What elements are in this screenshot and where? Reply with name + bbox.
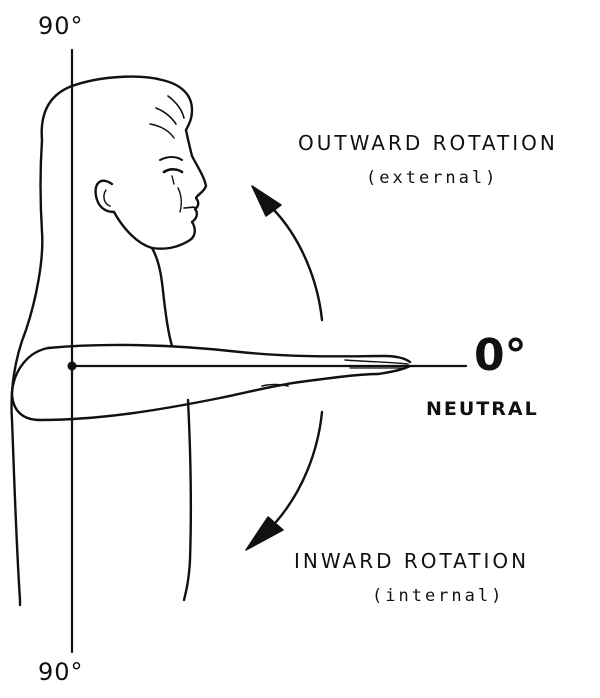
outward-rotation-title: OUTWARD ROTATION — [298, 131, 558, 155]
face-profile — [150, 128, 208, 250]
person-figure — [10, 75, 208, 607]
eye-lash — [171, 175, 175, 185]
outward-rotation-arc — [272, 208, 324, 322]
hair-strand — [155, 107, 177, 125]
elbow-crease — [261, 383, 289, 387]
outward-arrowhead — [251, 185, 282, 217]
top-angle-label: 90° — [38, 12, 84, 40]
inward-arrowhead — [245, 516, 284, 551]
hair-strand — [167, 95, 185, 119]
eyebrow — [159, 156, 183, 161]
mouth — [183, 206, 197, 209]
inward-rotation-arc — [274, 410, 324, 524]
head-outline — [40, 75, 194, 142]
cheek-line — [177, 187, 183, 213]
neck-front — [150, 246, 166, 302]
arm-lower-outline — [38, 372, 380, 422]
hand-outline — [376, 364, 412, 376]
back-outline — [10, 138, 44, 607]
eye — [162, 168, 184, 174]
neutral-angle-label: 0° — [474, 330, 527, 381]
inward-rotation-subtitle: (internal) — [372, 586, 505, 606]
inward-rotation-title: INWARD ROTATION — [294, 549, 530, 573]
hair-strand — [149, 123, 175, 139]
chest-outline — [162, 298, 174, 348]
ear — [94, 179, 116, 214]
neutral-label: NEUTRAL — [426, 398, 539, 420]
arm-upper-outline — [46, 343, 412, 364]
ear-inner — [103, 189, 111, 207]
outward-rotation-subtitle: (external) — [366, 168, 499, 188]
pivot-point — [67, 361, 77, 371]
jaw-line — [112, 210, 154, 250]
torso-front — [182, 398, 193, 602]
shoulder-curve — [10, 346, 50, 422]
bottom-angle-label: 90° — [38, 658, 84, 686]
finger-line — [344, 359, 409, 365]
